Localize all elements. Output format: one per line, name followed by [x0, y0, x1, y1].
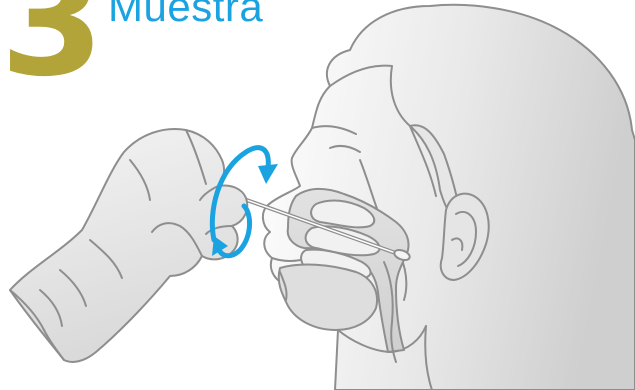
palate [279, 265, 377, 330]
rotation-arrowhead-upper [258, 164, 278, 184]
gloved-hand [10, 129, 247, 362]
glove-body [10, 129, 247, 362]
